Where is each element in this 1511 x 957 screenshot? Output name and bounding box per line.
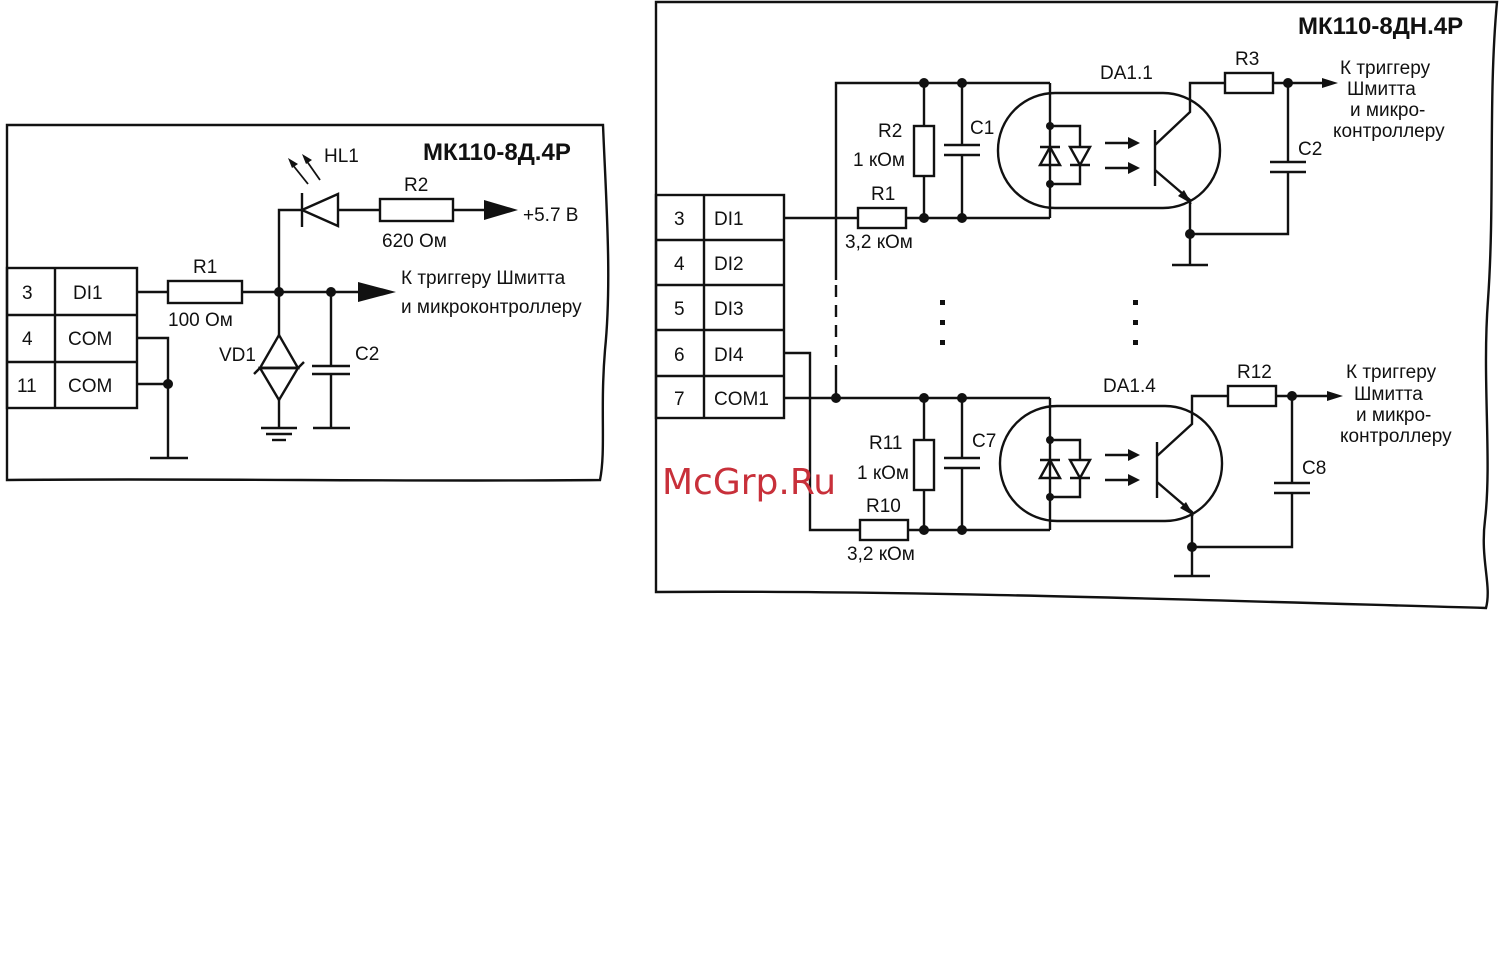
ch1-resistor-series <box>856 206 908 230</box>
watermark: McGrp.Ru <box>662 462 836 503</box>
ch1-out-line: Шмитта <box>1347 79 1416 100</box>
ch1-rseries-ref: R1 <box>871 184 895 205</box>
channel-4: R10 3,2 кОм R11 1 кОм C7 DA1.4 <box>784 351 1452 578</box>
left-resistor-r1 <box>166 279 244 305</box>
right-terminal-name: DI3 <box>714 299 744 320</box>
ch4-cin-label: C7 <box>972 431 996 452</box>
ch1-resistor-shunt <box>912 124 936 178</box>
right-panel-frame <box>654 0 1499 610</box>
left-panel: МК110-8Д.4Р 3 DI1 4 COM 11 COM R1 100 Ом <box>5 123 610 482</box>
left-r2-value: 620 Ом <box>382 231 447 252</box>
ch1-out-line: контроллеру <box>1333 121 1445 142</box>
right-terminal-block: 3 DI1 4 DI2 5 DI3 6 DI4 7 COM1 <box>654 193 786 420</box>
ch1-cout-label: C2 <box>1298 139 1322 160</box>
ch4-rshunt-value: 1 кОм <box>857 463 909 484</box>
ch4-output-arrow <box>1327 391 1343 401</box>
left-hl1-label: HL1 <box>324 146 359 167</box>
right-terminal-name: COM1 <box>714 389 769 410</box>
ch4-rseries-ref: R10 <box>866 496 901 517</box>
ch4-out-line: К триггеру <box>1346 362 1437 383</box>
ch4-resistor-out <box>1226 384 1278 408</box>
channel-1: R1 3,2 кОм R2 1 кОм C1 DA1.1 <box>784 49 1445 267</box>
right-panel: МК110-8ДН.4Р 3 DI1 4 DI2 5 DI3 6 DI4 7 C… <box>654 0 1499 610</box>
left-terminal-num: 3 <box>22 283 33 304</box>
left-diode-vd1 <box>257 332 301 370</box>
ch4-cout-label: C8 <box>1302 458 1326 479</box>
ch1-optocoupler <box>996 91 1222 210</box>
ch4-out-line: и микро- <box>1356 405 1431 426</box>
right-terminal-num: 5 <box>674 299 685 320</box>
left-supply-label: +5.7 В <box>523 205 578 226</box>
right-terminal-num: 7 <box>674 389 685 410</box>
ch1-rshunt-ref: R2 <box>878 121 902 142</box>
left-terminal-name: COM <box>68 329 112 350</box>
left-terminal-name: COM <box>68 376 112 397</box>
left-terminal-block: 3 DI1 4 COM 11 COM <box>5 266 139 410</box>
ch4-rout-ref: R12 <box>1237 362 1272 383</box>
ch1-resistor-out <box>1223 71 1275 95</box>
ch4-rseries-value: 3,2 кОм <box>847 544 915 565</box>
ch4-optocoupler <box>998 404 1224 523</box>
ch4-out-line: Шмитта <box>1354 384 1423 405</box>
ch4-rshunt-ref: R11 <box>869 433 902 454</box>
continuation-ellipsis <box>940 300 1138 345</box>
right-panel-title: МК110-8ДН.4Р <box>1298 13 1463 40</box>
ch1-out-line: К триггеру <box>1340 58 1431 79</box>
left-terminal-name: DI1 <box>73 283 103 304</box>
ch1-rshunt-value: 1 кОм <box>853 150 905 171</box>
left-output-line2: и микроконтроллеру <box>401 297 582 318</box>
left-vd1-label: VD1 <box>219 345 256 366</box>
right-terminal-name: DI2 <box>714 254 744 275</box>
ch1-rout-ref: R3 <box>1235 49 1259 70</box>
right-terminal-num: 4 <box>674 254 685 275</box>
ch1-da-label: DA1.1 <box>1100 63 1153 84</box>
left-c2-label: C2 <box>355 344 379 365</box>
left-led-hl1 <box>299 192 340 228</box>
ch4-resistor-shunt <box>912 438 936 492</box>
right-terminal-name: DI4 <box>714 345 744 366</box>
left-supply-arrow <box>484 200 518 220</box>
left-terminal-num: 4 <box>22 329 33 350</box>
ch4-resistor-series <box>858 518 910 542</box>
left-output-arrow <box>358 282 396 302</box>
right-terminal-num: 3 <box>674 209 685 230</box>
ch4-da-label: DA1.4 <box>1103 376 1156 397</box>
left-output-line1: К триггеру Шмитта <box>401 268 566 289</box>
ch1-out-line: и микро- <box>1350 100 1425 121</box>
left-r1-value: 100 Ом <box>168 310 233 331</box>
left-terminal-num: 11 <box>17 376 37 397</box>
left-r1-ref: R1 <box>193 257 217 278</box>
left-r2-ref: R2 <box>404 175 428 196</box>
right-terminal-num: 6 <box>674 345 685 366</box>
ch1-cin-label: C1 <box>970 118 994 139</box>
left-panel-frame <box>5 123 610 482</box>
left-resistor-r2 <box>378 197 455 223</box>
ch4-out-line: контроллеру <box>1340 426 1452 447</box>
left-panel-title: МК110-8Д.4Р <box>423 139 571 166</box>
ch1-output-arrow <box>1322 78 1338 88</box>
right-terminal-name: DI1 <box>714 209 744 230</box>
ch1-rseries-value: 3,2 кОм <box>845 232 913 253</box>
